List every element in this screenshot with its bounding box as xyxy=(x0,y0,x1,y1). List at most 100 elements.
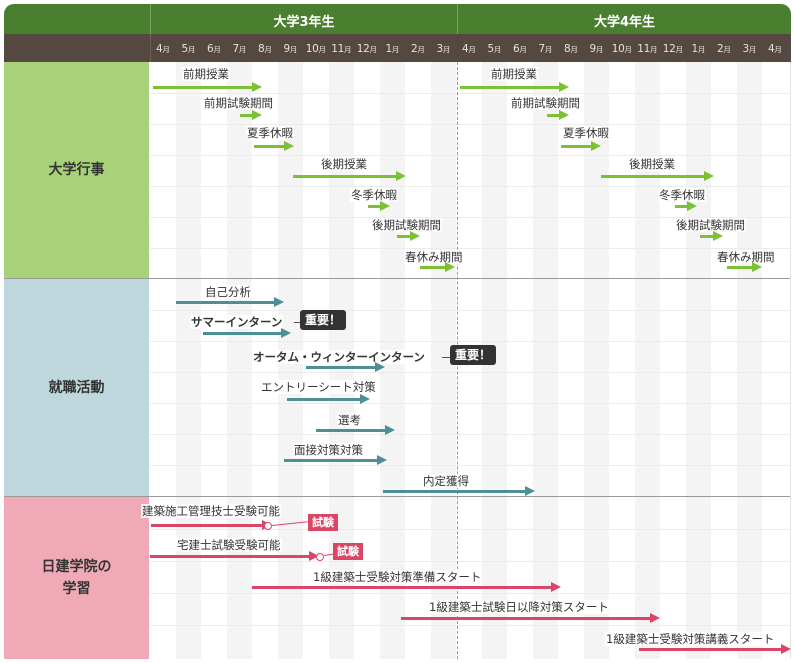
month-suffix: 月 xyxy=(748,45,757,54)
month-suffix: 月 xyxy=(213,45,221,54)
event-label: 夏季休暇 xyxy=(562,126,610,140)
event-label: 後期試験期間 xyxy=(371,218,442,232)
year-header-4th: 大学4年生 xyxy=(457,4,791,34)
month-number: 6 xyxy=(206,43,214,55)
event-arrow xyxy=(368,201,390,211)
event-label: 面接対策対策 xyxy=(293,443,364,457)
month-label: 12月 xyxy=(354,43,380,55)
event-arrow xyxy=(153,82,262,92)
event-label: 冬季休暇 xyxy=(658,188,706,202)
month-number: 8 xyxy=(563,43,571,55)
month-suffix: 月 xyxy=(344,45,352,54)
section-label-text: 学習 xyxy=(62,581,91,597)
event-arrow xyxy=(151,520,272,530)
month-label: 6月 xyxy=(201,43,227,55)
event-label: 前期授業 xyxy=(182,67,230,81)
row-divider xyxy=(150,372,791,373)
row-divider xyxy=(150,465,791,466)
month-suffix: 月 xyxy=(238,45,247,54)
month-label: 10月 xyxy=(609,43,635,55)
month-suffix: 月 xyxy=(468,45,476,54)
header-separator xyxy=(150,34,151,62)
section-label-university: 大学行事 xyxy=(4,62,149,278)
month-suffix: 月 xyxy=(624,45,633,54)
month-number: 6 xyxy=(512,43,520,55)
month-label: 1月 xyxy=(686,43,712,55)
section-job-hunting: 就職活動 xyxy=(4,278,791,496)
month-number: 3 xyxy=(436,43,443,55)
chart-right-edge xyxy=(790,62,791,659)
event-label: オータム・ウィンターインターン xyxy=(252,350,426,364)
month-stripe xyxy=(226,62,252,659)
month-suffix: 月 xyxy=(570,45,578,54)
month-number: 12 xyxy=(356,43,370,55)
month-label: 5月 xyxy=(482,43,508,55)
month-suffix: 月 xyxy=(369,45,378,54)
month-suffix: 月 xyxy=(162,45,170,54)
row-divider xyxy=(150,217,791,218)
month-number: 7 xyxy=(538,43,545,55)
month-number: 11 xyxy=(637,43,651,55)
month-number: 4 xyxy=(155,43,163,55)
event-arrow xyxy=(150,551,319,561)
month-label: 3月 xyxy=(737,43,763,55)
exam-milestone-icon xyxy=(316,553,324,561)
event-arrow xyxy=(639,644,791,654)
row-divider xyxy=(150,434,791,435)
event-label: 前期試験期間 xyxy=(510,96,581,110)
month-suffix: 月 xyxy=(650,45,658,54)
month-label: 8月 xyxy=(252,43,278,55)
event-label: 前期授業 xyxy=(490,67,538,81)
month-label: 2月 xyxy=(711,43,737,55)
month-number: 5 xyxy=(181,43,188,55)
section-label-job-hunting: 就職活動 xyxy=(4,279,149,496)
exam-badge: 試験 xyxy=(308,514,338,531)
row-divider xyxy=(150,124,791,125)
month-label: 5月 xyxy=(176,43,202,55)
month-stripe xyxy=(583,62,609,659)
event-arrow xyxy=(700,231,723,241)
event-label: 宅建士試験受験可能 xyxy=(176,538,282,552)
event-arrow xyxy=(287,394,370,404)
month-number: 12 xyxy=(662,43,676,55)
month-label: 10月 xyxy=(303,43,329,55)
event-label: 自己分析 xyxy=(204,285,252,299)
row-divider xyxy=(150,561,791,562)
month-label: 9月 xyxy=(584,43,610,55)
event-arrow xyxy=(254,141,294,151)
event-arrow xyxy=(306,362,385,372)
event-label: サマーインターン xyxy=(190,315,284,329)
year-label: 大学4年生 xyxy=(593,15,656,30)
month-suffix: 月 xyxy=(264,45,272,54)
month-suffix: 月 xyxy=(774,45,782,54)
event-arrow xyxy=(284,455,387,465)
month-suffix: 月 xyxy=(318,45,327,54)
month-label: 12月 xyxy=(660,43,686,55)
year-header-3rd: 大学3年生 xyxy=(150,4,457,34)
event-label: 春休み期間 xyxy=(404,250,464,264)
month-number: 2 xyxy=(716,43,724,55)
month-label: 4月 xyxy=(150,43,176,55)
month-number: 10 xyxy=(305,43,319,55)
event-arrow xyxy=(293,171,406,181)
month-suffix: 月 xyxy=(723,45,731,54)
month-label: 4月 xyxy=(762,43,788,55)
month-number: 4 xyxy=(767,43,775,55)
exam-milestone-icon xyxy=(264,522,272,530)
month-label: 7月 xyxy=(533,43,559,55)
event-arrow xyxy=(316,425,395,435)
row-divider xyxy=(150,155,791,156)
month-number: 8 xyxy=(257,43,265,55)
month-number: 7 xyxy=(232,43,239,55)
event-label: 前期試験期間 xyxy=(203,96,274,110)
month-suffix: 月 xyxy=(519,45,527,54)
year-label: 大学3年生 xyxy=(273,15,335,30)
header-corner xyxy=(4,4,150,34)
month-number: 9 xyxy=(589,43,596,55)
badge-connector xyxy=(294,322,300,323)
month-suffix: 月 xyxy=(442,45,451,54)
event-arrow xyxy=(252,582,561,592)
event-label: 後期試験期間 xyxy=(675,218,746,232)
row-divider xyxy=(150,93,791,94)
